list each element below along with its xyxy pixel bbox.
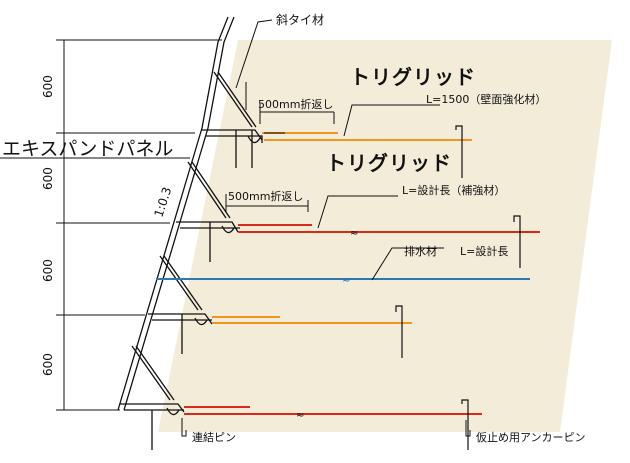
svg-text:≈: ≈ (350, 228, 358, 239)
drain-label: 排水材 (404, 244, 437, 258)
trigrid-title-2: トリグリッド (326, 151, 452, 175)
anchor-pins (395, 125, 521, 450)
trigrid-spec-1: L=1500（壁面強化材） (426, 92, 546, 106)
trigrid-reinforce-layer-4 (184, 406, 482, 415)
trigrid-reinforce-layer-2 (238, 224, 540, 233)
trigrid-wall-layer-3 (212, 316, 412, 324)
connect-pin-label: 連結ピン (192, 430, 236, 444)
expand-panel (117, 16, 235, 411)
trigrid-spec-2: L=設計長（補強材） (402, 183, 505, 197)
dim-label-1: 600 (41, 75, 55, 98)
dim-label-2: 600 (41, 167, 55, 190)
dim-label-3: 600 (41, 259, 55, 282)
dimension-line (56, 39, 222, 411)
fold-label-2: 500mm折返し (228, 189, 303, 203)
leader-lines (181, 19, 471, 437)
trigrid-title-1: トリグリッド (350, 65, 476, 89)
svg-text:≈: ≈ (342, 275, 350, 286)
fold-label-1: 500mm折返し (258, 97, 333, 111)
dimension-labels: 600 600 600 600 (41, 75, 55, 376)
backfill-area (158, 40, 612, 432)
svg-text:≈: ≈ (296, 410, 304, 421)
slope-label: 1:0.3 (152, 185, 175, 219)
dim-label-4: 600 (41, 353, 55, 376)
panel-label: エキスパンドパネル (2, 138, 173, 160)
panel-step-3 (148, 255, 213, 354)
panel-step-1 (202, 71, 263, 168)
panel-step-2 (176, 161, 240, 262)
drain-spec: L=設計長 (460, 244, 508, 258)
break-marks: ≈ ≈ ≈ (296, 228, 358, 421)
panel-step-4 (120, 345, 185, 450)
anchor-pin-label: 仮止め用アンカーピン (476, 431, 586, 444)
tie-rod-label: 斜タイ材 (276, 13, 324, 27)
trigrid-wall-layer-1 (262, 132, 472, 141)
